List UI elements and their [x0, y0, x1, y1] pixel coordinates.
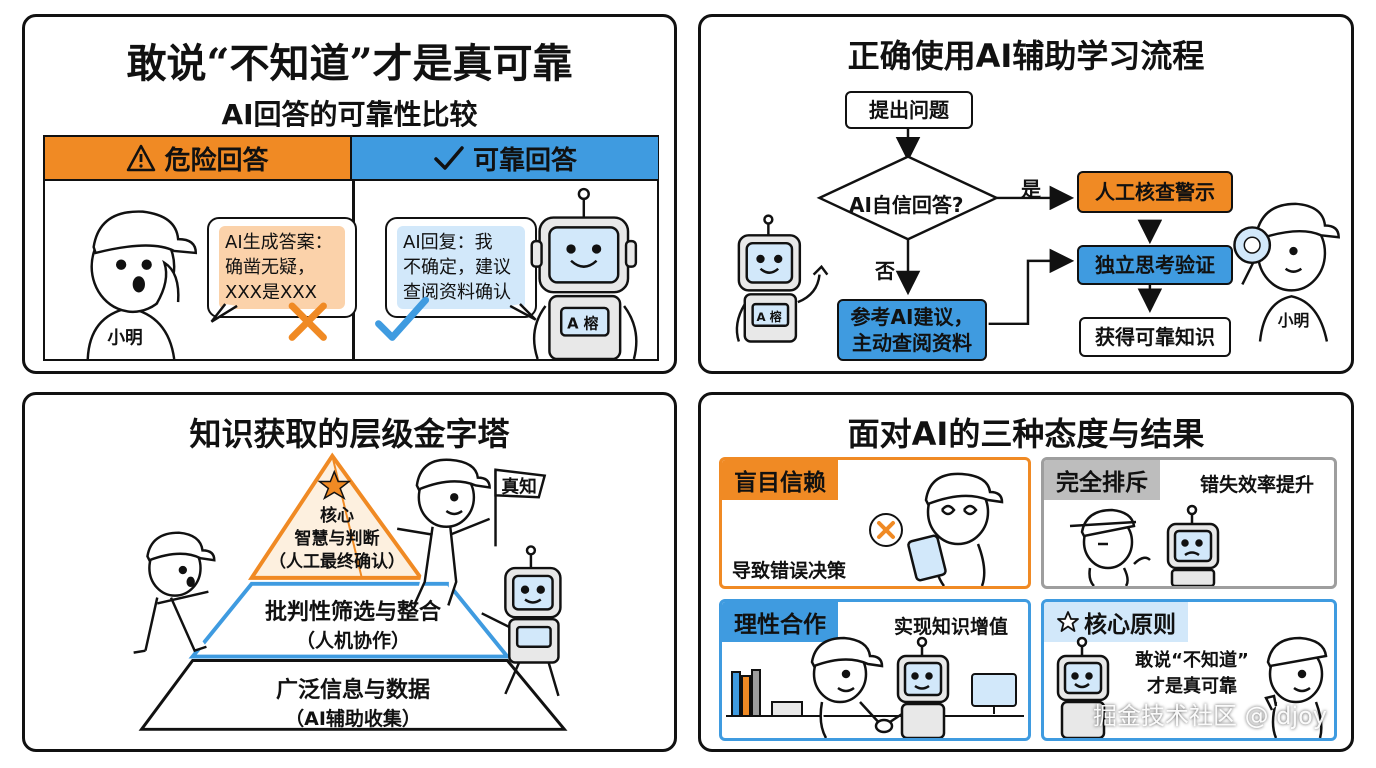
danger-answer-label: 危险回答 — [164, 145, 269, 176]
danger-speech-bubble: AI生成答案： 确凿无疑， XXX是XXX — [207, 217, 357, 318]
rational-cooperation-result: 实现知识增值 — [894, 616, 1009, 638]
flow-node-ask: 提出问题 — [845, 91, 973, 129]
flowchart-connectors: A 榕 小明 — [735, 127, 1340, 343]
comparison-illustrations: 小明 — [86, 187, 638, 359]
pyramid-bottom-line-1: 广泛信息与数据 — [275, 678, 430, 703]
core-principle-label: 核心原则 — [1084, 612, 1176, 638]
danger-bubble-line-2: 确凿无疑， — [225, 257, 315, 278]
pyramid-illustration: 真知 — [133, 452, 568, 731]
blind-trust-tag: 盲目信赖 — [722, 460, 838, 500]
flow-node-reference: 参考AI建议， 主动查阅资料 — [837, 299, 987, 361]
blind-trust-card: 盲目信赖 导致错误决策 — [719, 457, 1031, 589]
panel3-title: 知识获取的层级金字塔 — [189, 415, 510, 453]
pyramid-top-layer — [248, 452, 425, 580]
danger-bubble-tail — [210, 303, 238, 323]
safe-bubble-line-3: 查阅资料确认 — [403, 282, 511, 303]
panel2-title: 正确使用AI辅助学习流程 — [847, 37, 1205, 75]
pyramid-top-line-2: 智慧与判断 — [294, 529, 380, 549]
blind-trust-result: 导致错误决策 — [732, 560, 847, 582]
star-icon — [317, 469, 352, 501]
rejection-card: 完全排斥 错失效率提升 — [1041, 457, 1337, 589]
climbing-robot-illustration — [481, 545, 562, 697]
flow-node-verify: 独立思考验证 — [1077, 245, 1233, 285]
knowledge-pyramid-panel: 知识获取的层级金字塔 真 — [22, 392, 677, 752]
safe-bubble-line-2: 不确定，建议 — [403, 257, 511, 278]
safe-bubble-line-1: AI回复：我 — [403, 232, 493, 253]
rejection-result: 错失效率提升 — [1200, 474, 1315, 496]
pyramid-bottom-text: 广泛信息与数据 （AI辅助收集） — [203, 677, 503, 733]
ai-learning-flow-panel: 正确使用AI辅助学习流程 — [698, 14, 1354, 374]
robot-illustration — [735, 214, 829, 343]
danger-bubble-line-3: XXX是XXX — [225, 282, 317, 303]
checkmark-icon — [434, 146, 464, 170]
climbing-boy-illustration — [133, 531, 216, 654]
robot-illustration — [530, 187, 638, 359]
rejection-tag: 完全排斥 — [1044, 460, 1160, 500]
flow-node-review: 人工核查警示 — [1077, 171, 1233, 213]
panel1-subtitle: AI回答的可靠性比较 — [221, 98, 478, 131]
core-principle-card: 核心原则 敢说“不知道” 才是真可靠 — [1041, 599, 1337, 741]
blind-trust-illustration — [869, 472, 1004, 586]
arrow-reference-to-verify — [988, 248, 1075, 326]
core-principle-quote: 敢说“不知道” 才是真可靠 — [1126, 648, 1258, 700]
comparison-table: 危险回答 可靠回答 AI生成答案： 确凿无疑， XXX是XXX AI回复：我 不… — [43, 135, 659, 361]
flow-node-result: 获得可靠知识 — [1079, 317, 1231, 357]
rational-cooperation-tag: 理性合作 — [722, 602, 838, 642]
pyramid-middle-layer — [188, 581, 512, 659]
danger-bubble-line-1: AI生成答案： — [225, 232, 333, 253]
pyramid-top-line-1: 核心 — [320, 506, 354, 526]
core-principle-illustration — [1056, 636, 1328, 738]
rejection-illustration — [1069, 504, 1220, 586]
reliable-speech-bubble: AI回复：我 不确定，建议 查阅资料确认 — [385, 217, 537, 318]
robot-badge-text: A 榕 — [567, 315, 599, 333]
pyramid-middle-line-1: 批判性筛选与整合 — [264, 600, 441, 625]
cross-icon — [877, 521, 895, 539]
boy-with-flag-illustration — [396, 458, 547, 606]
core-principle-tag: 核心原则 — [1044, 602, 1188, 642]
core-quote-line-2: 才是真可靠 — [1147, 676, 1237, 697]
rational-cooperation-illustration — [726, 636, 1024, 738]
reference-line-2: 主动查阅资料 — [852, 331, 972, 355]
panel4-title: 面对AI的三种态度与结果 — [847, 415, 1205, 453]
safe-bubble-tail — [509, 303, 537, 321]
pyramid-bottom-line-2: （AI辅助收集） — [285, 708, 421, 730]
flow-node-decision: AI自信回答? — [849, 193, 964, 217]
pyramid-middle-line-2: （人机协作） — [295, 630, 410, 652]
warning-icon — [127, 144, 156, 172]
rational-cooperation-card: 理性合作 实现知识增值 — [719, 599, 1031, 741]
pyramid-top-text: 核心 智慧与判断 （人工最终确认） — [269, 505, 405, 574]
reference-line-1: 参考AI建议， — [850, 305, 974, 329]
boy-with-magnifier-illustration — [1233, 202, 1340, 342]
robot-badge-text: A 榕 — [757, 310, 782, 324]
check-icon — [375, 296, 430, 341]
decision-diamond — [816, 155, 1000, 241]
reliable-answer-label: 可靠回答 — [472, 145, 577, 176]
worried-boy-illustration — [86, 210, 198, 359]
no-label: 否 — [875, 259, 895, 283]
pyramid-top-line-3: （人工最终确认） — [269, 552, 405, 572]
reliability-comparison-panel: 敢说“不知道”才是真可靠 AI回答的可靠性比较 危险回答 可靠回答 AI生成答案… — [22, 14, 677, 374]
star-icon — [1057, 611, 1079, 632]
danger-answer-header: 危险回答 — [45, 137, 352, 181]
pyramid-middle-text: 批判性筛选与整合 （人机协作） — [223, 599, 483, 655]
ai-attitudes-panel: 面对AI的三种态度与结果 盲目信赖 导致错误决策 完全排斥 错失效率提升 — [698, 392, 1354, 752]
reliable-answer-header: 可靠回答 — [352, 137, 658, 181]
core-quote-line-1: 敢说“不知道” — [1135, 650, 1249, 671]
cross-icon — [288, 302, 327, 341]
xiaoming-label: 小明 — [1278, 311, 1309, 330]
pyramid-bottom-layer — [138, 659, 568, 731]
yes-label: 是 — [1021, 177, 1041, 201]
panel1-title: 敢说“不知道”才是真可靠 — [126, 40, 573, 87]
flag-text: 真知 — [501, 475, 536, 497]
watermark: 掘金技术社区 @ djoy — [1092, 702, 1327, 730]
xiaoming-label: 小明 — [107, 327, 142, 348]
